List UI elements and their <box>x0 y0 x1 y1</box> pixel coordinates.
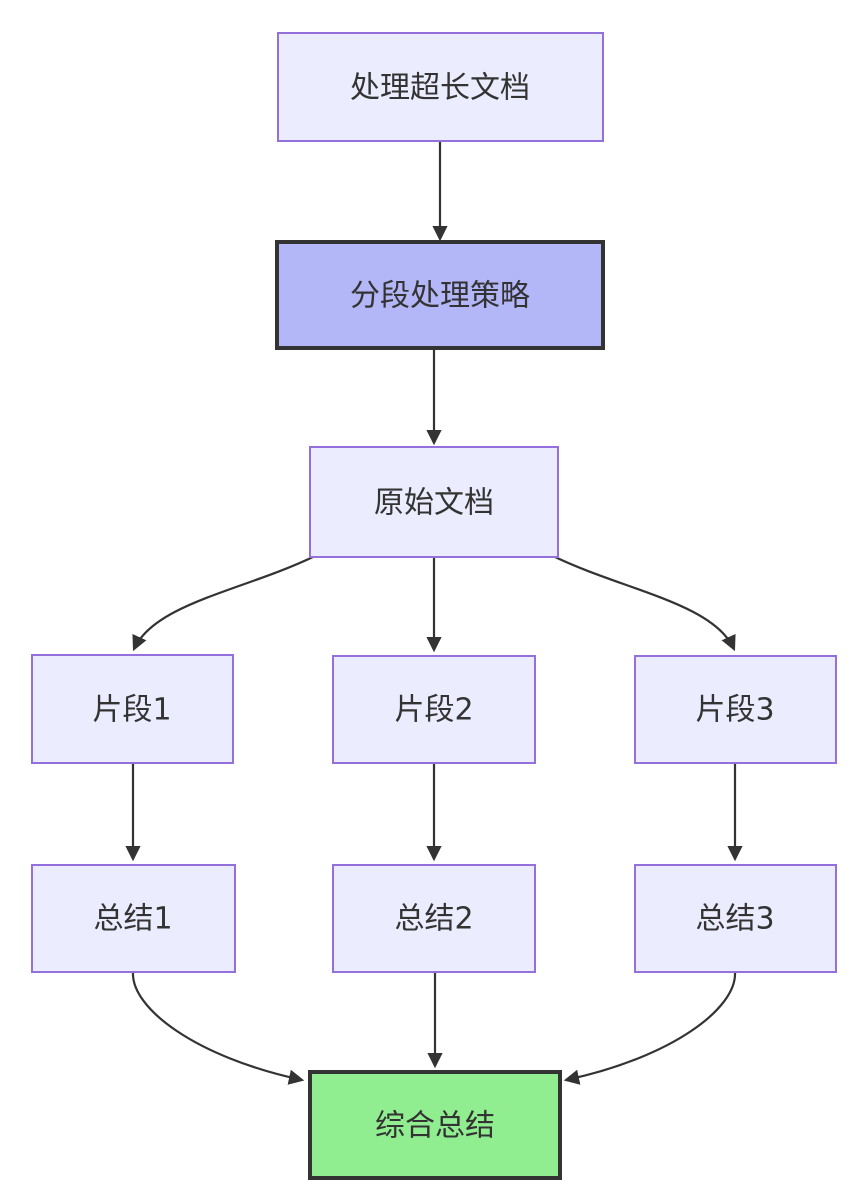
node-summary3-label: 总结3 <box>695 902 774 937</box>
edge-group <box>125 141 743 1085</box>
edge-summary3-final <box>563 971 737 1085</box>
node-source-label: 原始文档 <box>374 486 494 521</box>
node-summary2: 总结2 <box>332 864 536 973</box>
edge-summary1-final <box>131 971 305 1085</box>
node-chunk2-box <box>332 655 536 764</box>
node-chunk1-box <box>31 654 234 764</box>
node-summary1: 总结1 <box>31 864 236 973</box>
node-chunk2: 片段2 <box>332 655 536 764</box>
node-task: 处理超长文档 <box>277 32 604 142</box>
node-summary3: 总结3 <box>634 864 837 973</box>
node-chunk3: 片段3 <box>634 655 837 764</box>
node-summary1-label: 总结1 <box>93 902 172 937</box>
node-strategy-label: 分段处理策略 <box>350 279 530 314</box>
node-task-label: 处理超长文档 <box>350 71 530 106</box>
node-final-label: 综合总结 <box>375 1109 495 1144</box>
node-strategy-box <box>275 240 605 350</box>
node-summary1-box <box>31 864 236 973</box>
node-task-box <box>277 32 604 142</box>
node-summary3-box <box>634 864 837 973</box>
edge-source-chunk3 <box>552 555 736 652</box>
edge-source-chunk1 <box>132 555 316 652</box>
node-summary2-label: 总结2 <box>394 902 473 937</box>
node-chunk3-box <box>634 655 837 764</box>
node-summary2-box <box>332 864 536 973</box>
node-source-box <box>309 446 559 558</box>
node-chunk1-label: 片段1 <box>92 693 171 728</box>
node-source: 原始文档 <box>309 446 559 558</box>
node-final: 综合总结 <box>308 1070 562 1180</box>
node-chunk2-label: 片段2 <box>394 693 473 728</box>
node-chunk3-label: 片段3 <box>695 693 774 728</box>
node-final-box <box>308 1070 562 1180</box>
node-strategy: 分段处理策略 <box>275 240 605 350</box>
node-chunk1: 片段1 <box>31 654 234 764</box>
